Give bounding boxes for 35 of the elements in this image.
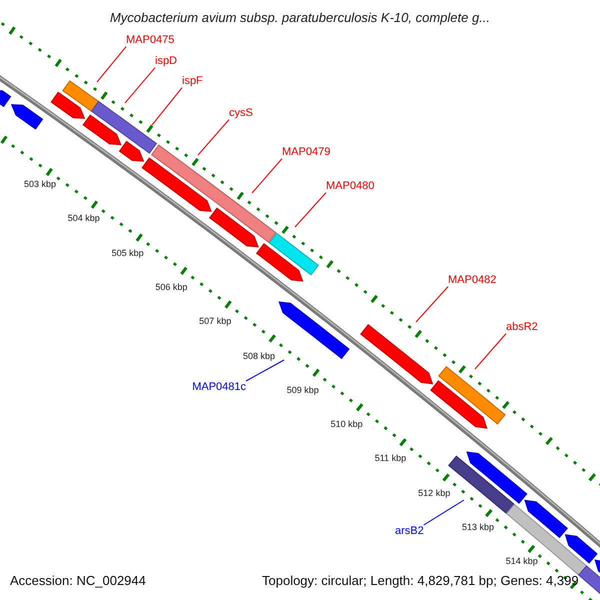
footer-text: Topology: circular; Length: 4,829,781 bp; Genes: 4,399 [262,574,579,589]
leader-line [416,286,448,322]
leader-line [294,192,326,228]
footer-text: Accession: NC_002944 [10,574,146,589]
scale-label: 512 kbp [418,488,450,498]
gene-label: MAP0479 [282,146,330,159]
scale-label: 503 kbp [24,179,56,190]
scale-label: 510 kbp [330,419,363,430]
gene-label: arsB2 [395,525,424,538]
leader-line [423,500,464,526]
scale-label: 504 kbp [68,213,100,224]
scale-label: 514 kbp [506,556,538,567]
scale-label: 507 kbp [199,316,232,327]
scale-label: 511 kbp [374,453,406,464]
gene-label: MAP0480 [326,180,374,193]
leader-line [152,87,182,126]
scale-label: 509 kbp [286,384,319,396]
gene-label: absR2 [506,321,538,334]
scale-label: 513 kbp [462,522,494,532]
gene-label: cysS [229,107,253,120]
leader-line [198,119,230,156]
leader-line [474,333,506,370]
scale-label: 505 kbp [112,248,144,258]
scale-label: 508 kbp [242,350,276,361]
leader-line [124,67,156,104]
title: Mycobacterium avium subsp. paratuberculosis K-10, complete g... [108,11,492,26]
leader-line [252,158,282,194]
leader-line [96,46,126,82]
gene-label: MAP0481c [192,381,246,394]
gene-label: ispD [155,55,178,68]
gene-label: MAP0475 [126,34,174,47]
gene-label: MAP0482 [448,274,496,287]
gene-label: ispF [182,75,203,88]
scale-label: 506 kbp [155,282,188,292]
leader-line [246,360,284,382]
